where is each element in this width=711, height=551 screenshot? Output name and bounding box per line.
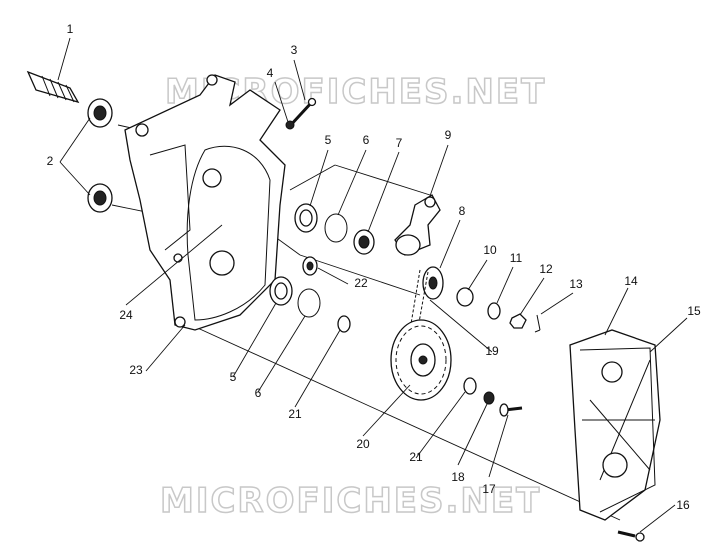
washer-part-4	[285, 120, 295, 130]
callout-5-upper: 5	[325, 133, 332, 147]
input-shaft	[26, 70, 80, 104]
callout-23: 23	[129, 363, 143, 377]
watermark-bottom: MICROFICHES.NET	[160, 481, 541, 521]
bolt-part-17	[499, 403, 523, 417]
callout-22: 22	[354, 276, 368, 290]
callout-4: 4	[267, 66, 274, 80]
callout-24: 24	[119, 308, 133, 322]
callout-7: 7	[396, 136, 403, 150]
washer-21-upper	[337, 315, 351, 333]
callout-20: 20	[356, 437, 370, 451]
nut-part-12	[509, 313, 527, 329]
o-ring-lower-6	[297, 288, 321, 318]
sprocket-small-8	[422, 266, 444, 300]
callout-11: 11	[510, 251, 523, 265]
pin-part-13	[534, 314, 541, 333]
washer-part-10	[456, 287, 474, 307]
callout-3: 3	[291, 43, 298, 57]
chaincase-housing	[124, 74, 286, 331]
callout-12: 12	[539, 262, 553, 276]
o-ring-upper-6	[324, 213, 348, 243]
bolt-part-16	[617, 530, 645, 542]
callout-21-upper: 21	[288, 407, 302, 421]
seal-upper	[87, 98, 113, 128]
callout-10: 10	[483, 243, 497, 257]
callout-6-upper: 6	[363, 133, 370, 147]
callout-leaders	[57, 37, 688, 533]
callout-5-lower: 5	[230, 370, 237, 384]
bearing-lower-5	[269, 276, 293, 306]
callout-2: 2	[47, 154, 54, 168]
tensioner-arm-9	[394, 194, 441, 256]
callout-1: 1	[67, 22, 74, 36]
callout-21-lower: 21	[409, 450, 423, 464]
callout-8: 8	[459, 204, 466, 218]
bearing-part-7	[353, 229, 375, 255]
callout-16: 16	[676, 498, 690, 512]
callout-18: 18	[451, 470, 465, 484]
chaincase-cover-14	[569, 329, 661, 521]
washer-part-18	[483, 391, 495, 405]
callout-9: 9	[445, 128, 452, 142]
callout-15: 15	[687, 304, 701, 318]
sprocket-large-20	[390, 319, 452, 401]
callout-labels: 1 2 3 4 5 6 7 8 9 10 11 12 13 14 15 16 1…	[47, 22, 701, 512]
callout-13: 13	[569, 277, 583, 291]
callout-17: 17	[482, 482, 496, 496]
callout-19: 19	[485, 344, 499, 358]
washer-21-lower	[463, 377, 477, 395]
callout-14: 14	[624, 274, 638, 288]
washer-part-11	[487, 302, 501, 320]
seal-lower	[87, 183, 113, 213]
bearing-part-22	[302, 256, 318, 276]
bearing-upper-5	[294, 203, 318, 233]
callout-6-lower: 6	[255, 386, 262, 400]
